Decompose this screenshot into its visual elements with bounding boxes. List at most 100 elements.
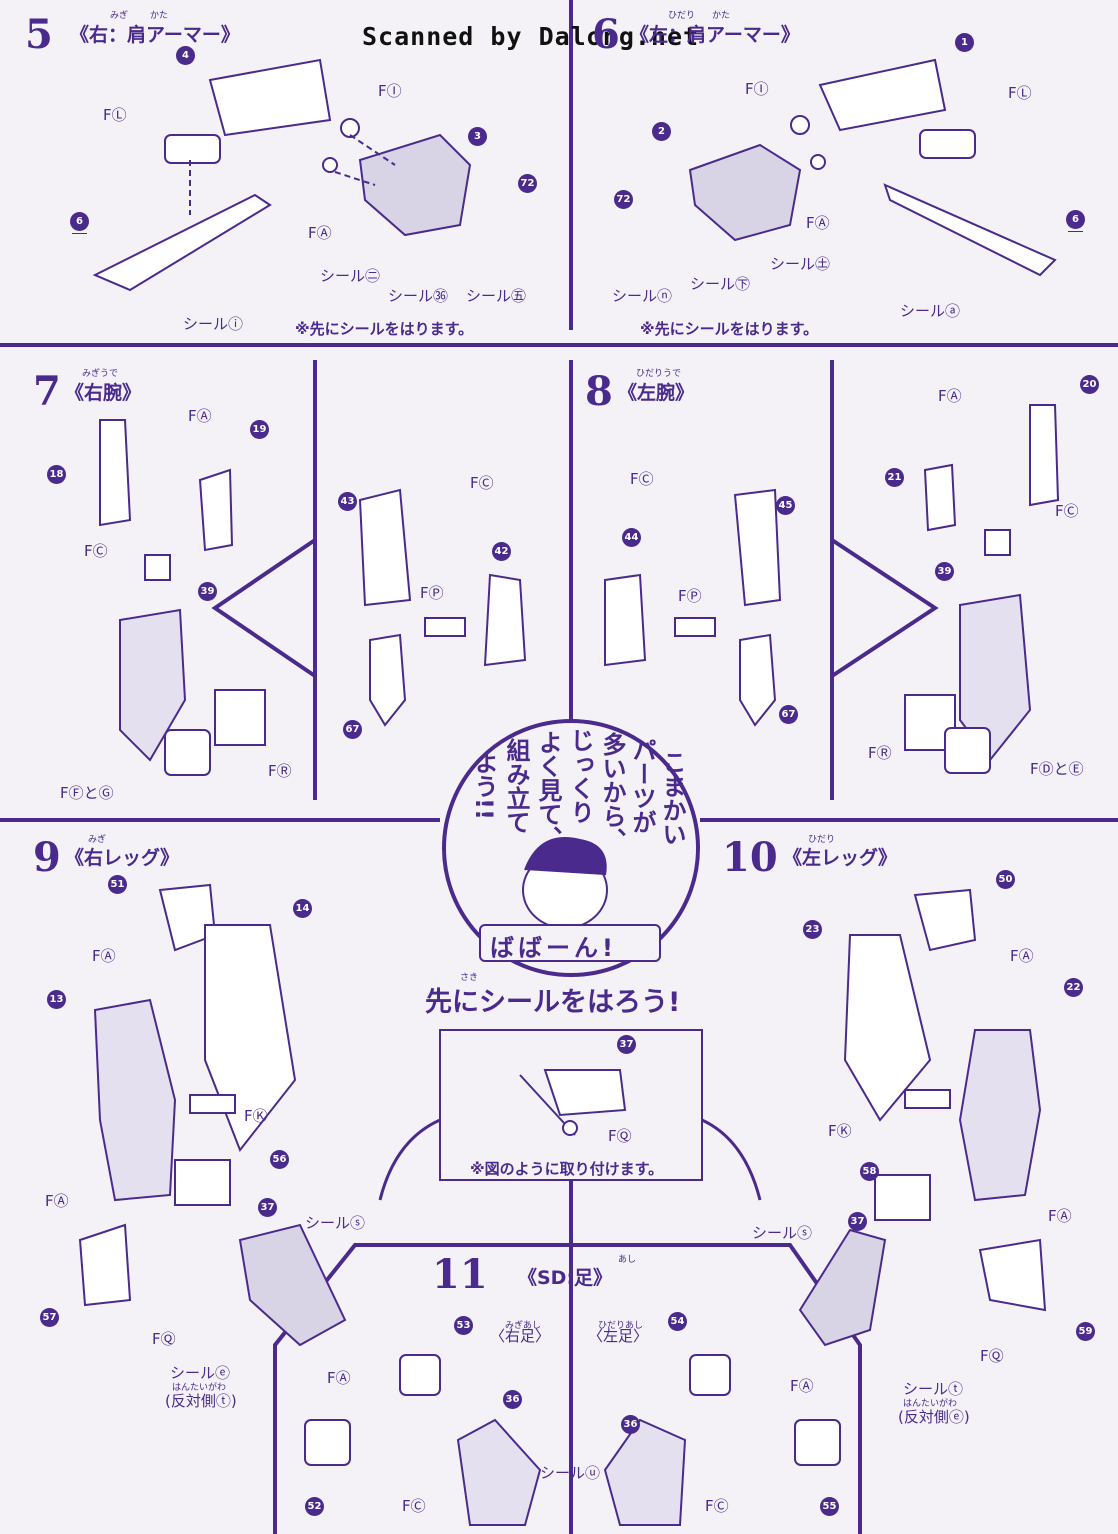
- label-opposite-ta: (反対側ⓣ): [165, 1392, 237, 1410]
- bubble-line-2: パーツが: [628, 738, 656, 834]
- ruby-hidari-10: ひだり: [808, 835, 836, 845]
- part-36: 36: [503, 1390, 522, 1409]
- label-seal-so: シールⓢ: [305, 1214, 366, 1232]
- part-2: 2: [652, 122, 671, 141]
- part-3: 3: [468, 127, 487, 146]
- part-51: 51: [108, 875, 127, 894]
- ruby-right-foot: みぎあし: [505, 1321, 542, 1331]
- ruby-opposite-10: はんたいがわ: [903, 1399, 958, 1409]
- part-56: 56: [270, 1150, 289, 1169]
- label-fl-6: FⓁ: [1008, 84, 1032, 102]
- watermark: Scanned by Dalong.net: [362, 22, 700, 51]
- step-title-7: 《右腕》: [65, 382, 142, 404]
- part-58: 58: [860, 1162, 879, 1181]
- label-fc-11b: FⒸ: [705, 1497, 729, 1515]
- subtitle-right-foot: 〈右足〉: [490, 1327, 551, 1345]
- label-fa: FⒶ: [308, 224, 332, 242]
- part-57: 57: [40, 1308, 59, 1327]
- step-number-8: 8: [585, 368, 613, 415]
- ruby-kata: かた: [150, 11, 169, 21]
- part-50: 50: [996, 870, 1015, 889]
- ruby-kata-6: かた: [712, 11, 731, 21]
- label-fc-11a: FⒸ: [402, 1497, 426, 1515]
- mascot-face: [479, 837, 661, 962]
- part-22: 22: [1064, 978, 1083, 997]
- label-fr-7: FⓇ: [268, 762, 292, 780]
- label-seal-ni: シール㊁: [320, 267, 381, 285]
- step-title-9: 《右レッグ》: [65, 847, 180, 869]
- part-39: 39: [198, 582, 217, 601]
- label-fp-7: FⓅ: [420, 584, 444, 602]
- mascot-caption: ばばーん!: [490, 934, 617, 962]
- part-13: 13: [47, 990, 66, 1009]
- part-59: 59: [1076, 1322, 1095, 1341]
- label-fc-7b: FⒸ: [470, 474, 494, 492]
- label-fa-11b: FⒶ: [790, 1377, 814, 1395]
- part-1: 1: [955, 33, 974, 52]
- label-seal-ta: シールⓣ: [903, 1380, 964, 1398]
- step-number-6: 6: [592, 11, 620, 58]
- part-37-inset: 37: [617, 1035, 636, 1054]
- ruby-hidariude: ひだりうで: [636, 369, 682, 379]
- ruby-migi-9: みぎ: [88, 835, 107, 845]
- step-title-6: 《左：肩アーマー》: [630, 24, 800, 46]
- part-18: 18: [47, 465, 66, 484]
- part-6: 6: [70, 212, 89, 234]
- step-number-7: 7: [33, 368, 61, 415]
- bubble-line-3: 多いから、: [598, 732, 626, 852]
- label-seal-i: シールⓘ: [183, 315, 244, 333]
- ruby-migiude: みぎうで: [82, 369, 119, 379]
- label-fr-8: FⓇ: [868, 744, 892, 762]
- part-4: 4: [176, 46, 195, 65]
- label-fc-8b: FⒸ: [630, 470, 654, 488]
- bubble-line-5: よく見て、: [534, 730, 562, 850]
- part-23: 23: [803, 920, 822, 939]
- ruby-migi: みぎ: [110, 11, 129, 21]
- label-fl: FⓁ: [103, 106, 127, 124]
- step-title-10: 《左レッグ》: [783, 847, 898, 869]
- part-37: 37: [258, 1198, 277, 1217]
- part-21: 21: [885, 468, 904, 487]
- part-67-8: 67: [779, 705, 798, 724]
- part-42: 42: [492, 542, 511, 561]
- label-fc-7: FⒸ: [84, 542, 108, 560]
- bubble-line-4: じっくり: [566, 728, 594, 824]
- part-45: 45: [776, 496, 795, 515]
- label-seal-e: シールⓔ: [170, 1364, 231, 1382]
- note-attach: ※図のように取り付けます。: [470, 1160, 664, 1178]
- label-fq-inset: FⓆ: [608, 1127, 632, 1145]
- part-20: 20: [1080, 375, 1099, 394]
- label-fi-6: FⒾ: [745, 80, 769, 98]
- ruby-opposite-9: はんたいがわ: [172, 1383, 227, 1393]
- label-seal-u: シールⓤ: [540, 1464, 601, 1482]
- label-ff-g: FⒻとⒼ: [60, 784, 114, 802]
- label-seal-nu: シール㊄: [466, 287, 527, 305]
- part-19: 19: [250, 420, 269, 439]
- label-seal-a: シールⓐ: [900, 302, 961, 320]
- label-fa-7: FⒶ: [188, 407, 212, 425]
- label-opposite-e: (反対側ⓔ): [898, 1408, 970, 1426]
- label-seal-mo: シール㊦: [690, 275, 751, 293]
- label-fa-11a: FⒶ: [327, 1369, 351, 1387]
- part-43: 43: [338, 492, 357, 511]
- part-53: 53: [454, 1316, 473, 1335]
- part-67: 67: [343, 720, 362, 739]
- label-fk-10: FⓀ: [828, 1122, 852, 1140]
- bubble-line-1: こまかい: [658, 750, 686, 846]
- label-fp-8: FⓅ: [678, 587, 702, 605]
- label-seal-ne: シール㊏: [770, 255, 831, 273]
- subtitle-left-foot: 〈左足〉: [588, 1327, 649, 1345]
- bubble-line-7: よう!!: [470, 750, 498, 820]
- bubble-line-6: 組み立て: [502, 738, 530, 834]
- step-title-5: 《右：肩アーマー》: [70, 24, 240, 46]
- label-seal-me: シール㊱: [388, 287, 449, 305]
- part-55: 55: [820, 1497, 839, 1516]
- sticker-heading: 先にシールをはろう!: [425, 987, 681, 1018]
- step-number-5: 5: [25, 11, 53, 58]
- label-fa-10b: FⒶ: [1048, 1207, 1072, 1225]
- label-fq-9: FⓆ: [152, 1330, 176, 1348]
- part-36b: 36: [621, 1415, 640, 1434]
- part-72-6: 72: [614, 190, 633, 209]
